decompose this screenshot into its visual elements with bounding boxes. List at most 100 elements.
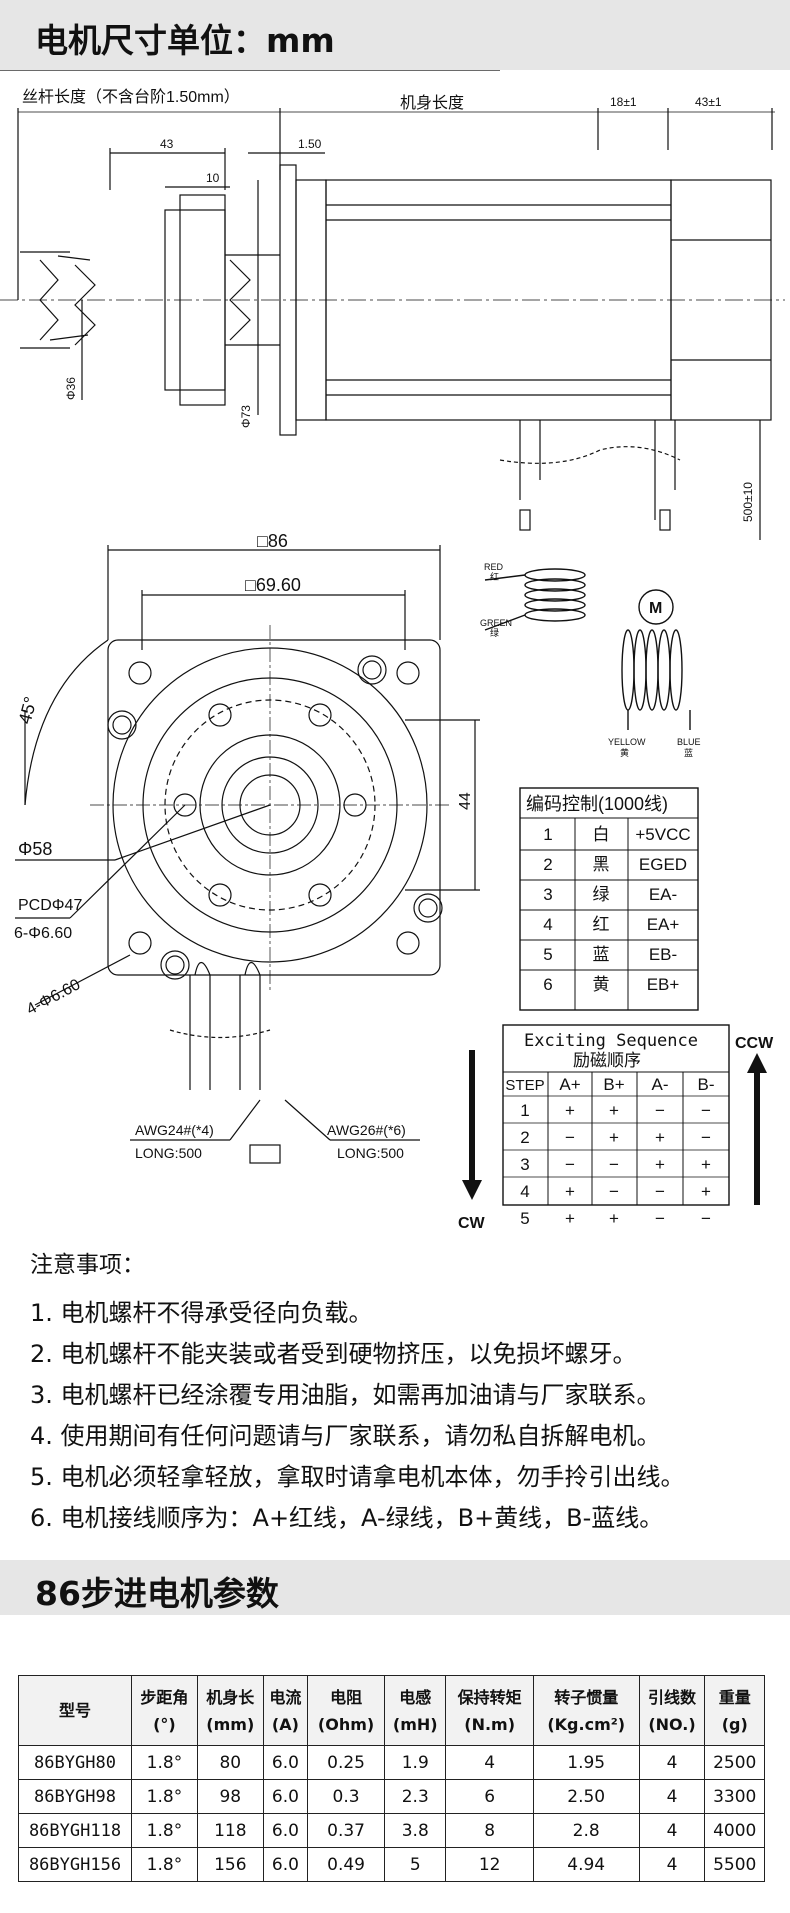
encoder-cell: EGED <box>639 855 687 874</box>
encoder-cell: 白 <box>593 825 610 844</box>
encoder-cell: 蓝 <box>593 945 610 964</box>
param-cell: 6.0 <box>262 1779 309 1814</box>
long500-b: LONG:500 <box>337 1145 404 1161</box>
sequence-header-cell: A- <box>652 1075 669 1094</box>
encoder-cell: EA- <box>649 885 677 904</box>
encoder-cell: 3 <box>543 885 552 904</box>
sequence-cell: + <box>655 1155 665 1174</box>
encoder-cell: +5VCC <box>635 825 690 844</box>
encoder-cell: 5 <box>543 945 552 964</box>
long500-a: LONG:500 <box>135 1145 202 1161</box>
param-cell: 2.50 <box>532 1779 640 1814</box>
sequence-cell: + <box>609 1128 619 1147</box>
sequence-header-cell: STEP <box>505 1077 544 1094</box>
square-6960: □69.60 <box>245 575 301 595</box>
dia-73: Φ73 <box>239 405 253 428</box>
encoder-cell: 绿 <box>593 885 610 904</box>
header-cell: 机身长(mm) <box>196 1675 264 1746</box>
model-cell: 86BYGH80 <box>18 1745 132 1780</box>
param-cell: 1.8° <box>131 1813 198 1848</box>
sequence-cell: − <box>609 1155 619 1174</box>
header-cell: 重量(g) <box>704 1675 765 1746</box>
param-cell: 4 <box>638 1745 706 1780</box>
awg24-label: AWG24#(*4) <box>135 1122 214 1138</box>
header-cell: 引线数(NO.) <box>638 1675 706 1746</box>
param-cell: 4 <box>638 1779 706 1814</box>
params-table: 型号 步距角(°) 机身长(mm) 电流(A) 电阻(Ohm) 电感(mH) 保… <box>18 1675 765 1882</box>
encoder-cell: 黄 <box>593 975 610 994</box>
sequence-cell: + <box>565 1182 575 1201</box>
header-cell: 保持转矩(N.m) <box>445 1675 534 1746</box>
holes-660: 6-Φ6.60 <box>14 925 72 942</box>
coil-yellow-cn: 黄 <box>620 747 629 758</box>
param-cell: 3300 <box>704 1779 765 1814</box>
param-cell: 3.8 <box>384 1813 447 1848</box>
sequence-cell: − <box>655 1101 665 1120</box>
sequence-cell: − <box>609 1182 619 1201</box>
param-cell: 12 <box>445 1847 534 1882</box>
sequence-cell: − <box>701 1128 711 1147</box>
header-cell: 电流(A) <box>262 1675 309 1746</box>
param-cell: 4 <box>445 1745 534 1780</box>
note-item: 1. 电机螺杆不得承受径向负载。 <box>30 1299 373 1327</box>
sequence-cell: 3 <box>520 1155 529 1174</box>
holes4-660: 4-Φ6.60 <box>24 976 83 1018</box>
param-cell: 1.8° <box>131 1745 198 1780</box>
encoder-cell: 2 <box>543 855 552 874</box>
coil-green-cn: 绿 <box>490 627 499 638</box>
coil-red-en: RED <box>484 562 504 572</box>
param-cell: 1.9 <box>384 1745 447 1780</box>
coil-blue-cn: 蓝 <box>684 747 693 758</box>
lead-500: 500±10 <box>741 482 755 522</box>
param-cell: 4 <box>638 1847 706 1882</box>
sequence-header-cell: B+ <box>603 1075 624 1094</box>
param-cell: 2500 <box>704 1745 765 1780</box>
param-cell: 5 <box>384 1847 447 1882</box>
note-item: 4. 使用期间有任何问题请与厂家联系，请勿私自拆解电机。 <box>30 1422 661 1450</box>
encoder-title: 编码控制(1000线) <box>526 794 668 814</box>
encoder-cell: 6 <box>543 975 552 994</box>
sequence-cell: + <box>565 1209 575 1228</box>
sequence-cell: 1 <box>520 1101 529 1120</box>
param-cell: 0.25 <box>307 1745 386 1780</box>
param-cell: 0.37 <box>307 1813 386 1848</box>
sequence-cell: − <box>701 1209 711 1228</box>
encoder-cell: EB- <box>649 945 677 964</box>
param-cell: 0.3 <box>307 1779 386 1814</box>
param-cell: 6.0 <box>262 1813 309 1848</box>
sequence-cell: 2 <box>520 1128 529 1147</box>
param-cell: 6 <box>445 1779 534 1814</box>
technical-drawing: 丝杆长度（不含台阶1.50mm） 机身长度 18±1 43±1 43 1.50 … <box>0 70 785 1232</box>
coil-green-en: GREEN <box>480 618 512 628</box>
section-header-dimensions: 电机尺寸单位：mm <box>0 0 790 70</box>
sequence-cell: − <box>565 1155 575 1174</box>
param-cell: 98 <box>196 1779 264 1814</box>
header-cell: 电感(mH) <box>384 1675 447 1746</box>
sequence-header-cell: B- <box>698 1075 715 1094</box>
notes-section: 注意事项： 1. 电机螺杆不得承受径向负载。 2. 电机螺杆不能夹装或者受到硬物… <box>30 1245 780 1539</box>
sequence-header-cell: A+ <box>559 1075 580 1094</box>
notes-heading: 注意事项： <box>30 1252 145 1278</box>
coil-yellow-en: YELLOW <box>608 737 646 747</box>
encoder-cell: 红 <box>593 915 610 934</box>
section-header-params: 86步进电机参数 <box>0 1560 790 1615</box>
param-cell: 8 <box>445 1813 534 1848</box>
ccw-label: CCW <box>735 1035 774 1052</box>
dia-36: Φ36 <box>64 377 78 400</box>
sequence-cell: + <box>565 1101 575 1120</box>
param-cell: 1.8° <box>131 1779 198 1814</box>
model-cell: 86BYGH98 <box>18 1779 132 1814</box>
sequence-cell: + <box>701 1182 711 1201</box>
sequence-cell: + <box>609 1209 619 1228</box>
square-86: □86 <box>257 531 288 551</box>
param-cell: 2.3 <box>384 1779 447 1814</box>
sequence-cell: + <box>609 1101 619 1120</box>
dim-150: 1.50 <box>298 137 322 151</box>
coil-blue-en: BLUE <box>677 737 701 747</box>
param-cell: 4 <box>638 1813 706 1848</box>
params-header-row: 型号 步距角(°) 机身长(mm) 电流(A) 电阻(Ohm) 电感(mH) 保… <box>18 1675 765 1746</box>
